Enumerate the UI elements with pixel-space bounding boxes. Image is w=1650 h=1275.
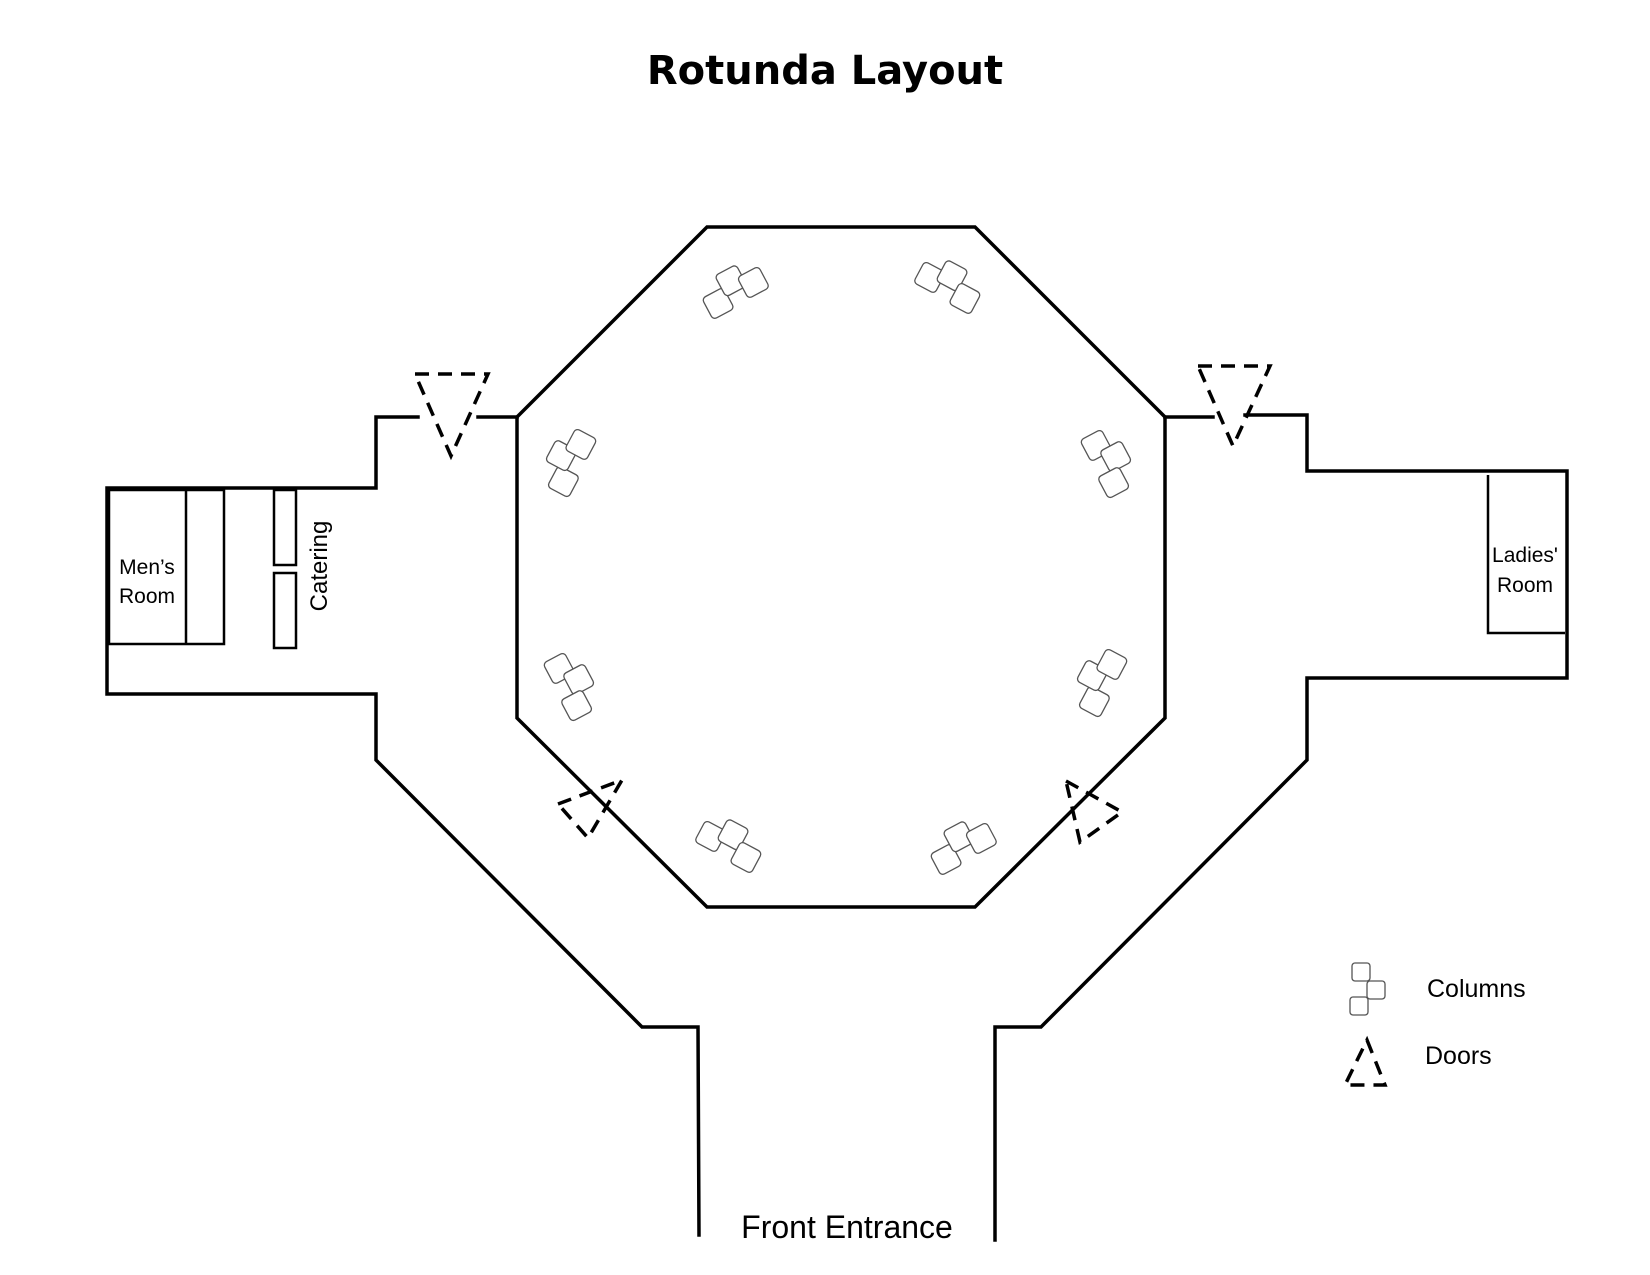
column-icon [695,819,762,873]
legend-columns-label: Columns [1427,975,1526,1003]
column-icon [1076,648,1128,718]
mens-room [107,488,226,646]
column-icon [930,821,997,875]
mens-room-label-1: Men’s [119,556,175,579]
door-northeast [1195,364,1273,451]
legend-doors-label: Doors [1425,1042,1492,1070]
catering-table-2 [272,571,298,650]
catering-label: Catering [306,521,333,612]
page-title: Rotunda Layout [646,48,1004,94]
legend-door-icon [1342,1035,1388,1087]
legend: Columns Doors [1342,962,1526,1087]
door-northwest [412,372,491,461]
rotunda-octagon [515,225,1167,909]
west-wing-upper-wall-2 [105,415,701,1237]
east-wing-upper-wall-2 [993,413,1569,1242]
front-entrance-label: Front Entrance [741,1209,953,1245]
column-icon [914,260,981,314]
door-southwest [555,776,627,841]
mens-room-label-2: Room [119,585,175,608]
ladies-room-label-2: Room [1497,574,1553,597]
ladies-room [1486,475,1565,635]
ladies-room-label-1: Ladies' [1492,544,1558,567]
door-southeast [1063,777,1126,845]
column-icon [543,652,595,722]
column-icon [702,265,769,319]
column-icon [1080,429,1132,499]
catering-table-1 [272,488,298,567]
legend-column-icon [1349,962,1386,1016]
column-icon [545,428,597,498]
